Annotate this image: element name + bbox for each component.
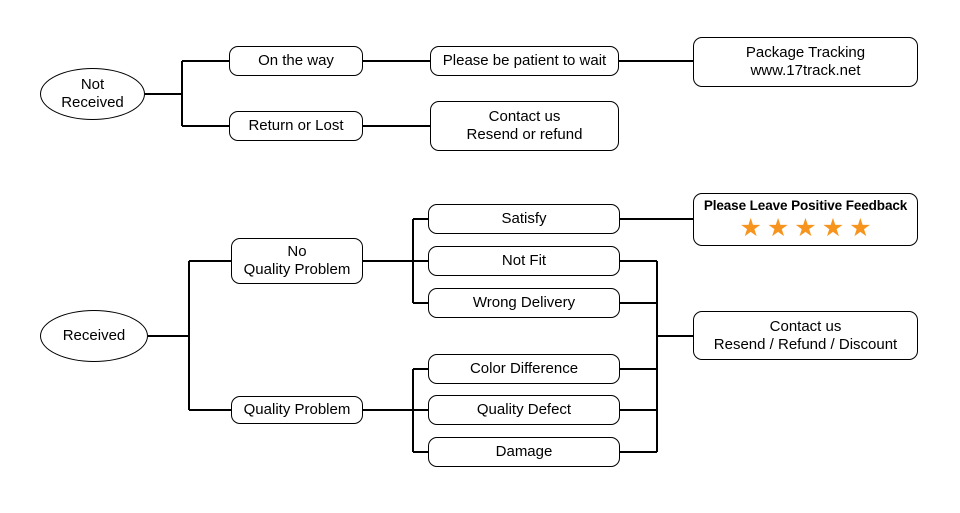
node-color-difference[interactable]: Color Difference — [428, 354, 620, 384]
star-icon[interactable]: ★ — [849, 213, 872, 242]
node-received-label: Received — [62, 327, 126, 345]
node-not-fit-label: Not Fit — [501, 252, 547, 270]
node-contact-resend-or-refund-label: Contact us Resend or refund — [466, 108, 583, 143]
node-received[interactable]: Received — [40, 310, 148, 362]
node-damage[interactable]: Damage — [428, 437, 620, 467]
node-contact-resend-or-refund[interactable]: Contact us Resend or refund — [430, 101, 619, 151]
node-color-difference-label: Color Difference — [469, 360, 579, 378]
node-wrong-delivery[interactable]: Wrong Delivery — [428, 288, 620, 318]
node-satisfy[interactable]: Satisfy — [428, 204, 620, 234]
star-icon[interactable]: ★ — [739, 213, 762, 242]
node-no-quality-problem[interactable]: No Quality Problem — [231, 238, 363, 284]
node-wrong-delivery-label: Wrong Delivery — [472, 294, 576, 312]
node-contact-resend-refund-discount[interactable]: Contact us Resend / Refund / Discount — [693, 311, 918, 360]
node-quality-defect[interactable]: Quality Defect — [428, 395, 620, 425]
star-icon[interactable]: ★ — [821, 213, 845, 242]
node-on-the-way-label: On the way — [258, 52, 334, 70]
node-no-quality-problem-label: No Quality Problem — [243, 243, 351, 278]
node-satisfy-label: Satisfy — [501, 210, 547, 228]
node-not-fit[interactable]: Not Fit — [428, 246, 620, 276]
node-return-or-lost-label: Return or Lost — [248, 117, 344, 135]
node-please-be-patient[interactable]: Please be patient to wait — [430, 46, 619, 76]
feedback-content: Please Leave Positive Feedback ★★★★★ — [694, 198, 917, 241]
node-package-tracking-label: Package Tracking www.17track.net — [745, 44, 866, 79]
node-on-the-way[interactable]: On the way — [229, 46, 363, 76]
node-contact-resend-refund-discount-label: Contact us Resend / Refund / Discount — [713, 317, 898, 353]
node-damage-label: Damage — [495, 443, 553, 461]
node-quality-defect-label: Quality Defect — [476, 401, 572, 419]
node-return-or-lost[interactable]: Return or Lost — [229, 111, 363, 141]
star-icon[interactable]: ★ — [794, 213, 817, 242]
node-quality-problem[interactable]: Quality Problem — [231, 396, 363, 424]
node-quality-problem-label: Quality Problem — [243, 401, 351, 419]
node-not-received[interactable]: Not Received — [40, 68, 145, 120]
feedback-title: Please Leave Positive Feedback — [703, 198, 908, 214]
star-icon[interactable]: ★ — [766, 213, 790, 242]
node-package-tracking[interactable]: Package Tracking www.17track.net — [693, 37, 918, 87]
node-please-be-patient-label: Please be patient to wait — [442, 52, 607, 70]
node-leave-positive-feedback[interactable]: Please Leave Positive Feedback ★★★★★ — [693, 193, 918, 246]
star-rating[interactable]: ★★★★★ — [739, 213, 872, 242]
node-not-received-label: Not Received — [61, 76, 124, 111]
